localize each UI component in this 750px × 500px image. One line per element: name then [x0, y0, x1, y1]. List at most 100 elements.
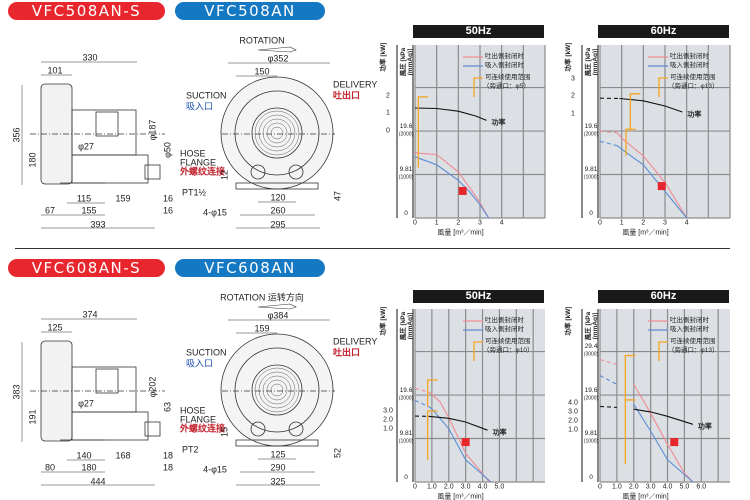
y-tick-label: 9.81 — [584, 429, 598, 437]
dim-blower-width: 101 — [47, 65, 63, 76]
inner-ring — [234, 90, 320, 176]
chart-1 — [581, 45, 731, 219]
y-axis-label: 風圧 [kPa (mmAq)] — [399, 311, 414, 341]
range-bracket — [427, 410, 438, 460]
legend-range-bracket — [658, 341, 668, 361]
y-tick-sub: (1000) — [583, 438, 599, 445]
delivery-cn-label: 吐出口 — [333, 90, 361, 101]
y-tick-label: 19.6 — [399, 122, 413, 130]
chart-0 — [396, 45, 546, 219]
x-tick-label: 1 — [434, 219, 439, 227]
power-curve-dashed — [599, 405, 617, 408]
x-tick-label: 2.0 — [628, 483, 639, 491]
chart-title: 50Hz — [413, 25, 544, 38]
model-badge: VFC508AN — [175, 2, 325, 20]
chart-title: 60Hz — [598, 290, 729, 303]
range-bracket — [624, 354, 636, 403]
x-tick-label: 3 — [663, 219, 667, 227]
y-tick-label: 9.81 — [399, 165, 413, 173]
delivery-port — [288, 421, 304, 437]
x-tick-label: 1 — [619, 219, 624, 227]
operating-point-marker — [458, 186, 467, 195]
y2-tick-label: 3.0 — [383, 407, 393, 415]
y-axis-label: 風圧 [kPa (mmAq)] — [584, 47, 599, 77]
delivery-port — [288, 164, 304, 180]
x-tick-label: 6.0 — [696, 483, 707, 491]
x-tick-label: 0 — [413, 483, 417, 491]
chart-3 — [581, 309, 730, 483]
chart-title: 60Hz — [598, 25, 729, 38]
dim-port-pitch: 120 — [270, 192, 286, 203]
fan-grille — [258, 371, 296, 409]
dim-c: 16 — [162, 193, 174, 204]
x-tick-label: 4 — [499, 219, 504, 227]
x-tick-label: 5.0 — [679, 483, 690, 491]
y2-axis-label: 功率 [kW] — [564, 306, 572, 336]
x-tick-label: 2 — [641, 219, 646, 227]
hose-label: HOSE — [180, 405, 206, 416]
legend-suction: 吸入側封闭时 — [670, 61, 709, 69]
suction-curve — [616, 145, 688, 219]
suction-curve-dashed — [599, 140, 618, 147]
blower-drawing — [21, 303, 335, 486]
legend-discharge: 吐出側封闭时 — [485, 316, 524, 324]
power-curve-label: 功率 — [491, 119, 506, 127]
rotation-label: ROTATION — [239, 35, 285, 46]
y-tick-label: 0 — [404, 209, 408, 217]
x-axis-label: 風量 [m³／min] — [622, 493, 669, 500]
legend-suction: 吸入側封闭时 — [485, 325, 524, 333]
dim-e: 180 — [81, 462, 97, 473]
delivery-label: DELIVERY — [333, 336, 378, 347]
discharge-curve — [428, 391, 490, 483]
hose-label: HOSE — [180, 148, 206, 159]
dim-d: 67 — [44, 205, 56, 216]
dim-port-offset: 159 — [254, 323, 270, 334]
model-s-badge: VFC508AN-S — [8, 2, 165, 20]
power-curve-label: 功率 — [492, 429, 507, 437]
y-tick-label: 0 — [589, 473, 593, 481]
suction-curve-dashed — [414, 399, 429, 408]
y2-tick-label: 1.0 — [568, 426, 578, 434]
y-tick-sub: (2000) — [583, 131, 599, 138]
legend-range-bracket — [473, 341, 483, 361]
y-tick-label: 0 — [589, 209, 593, 217]
legend-discharge: 吐出側封闭时 — [670, 52, 709, 60]
fan-grille — [254, 367, 300, 413]
y-tick-label: 19.6 — [584, 386, 598, 394]
x-tick-label: 4.0 — [662, 483, 673, 491]
y-tick-label: 29.4 — [584, 342, 598, 350]
thread-label: 外螺纹连接 — [180, 166, 226, 177]
fan-grille — [254, 110, 300, 156]
dim-d: 80 — [44, 462, 56, 473]
y-tick-sub: (1000) — [398, 174, 414, 181]
y2-axis-label: 功率 [kW] — [564, 42, 572, 72]
y2-tick-label: 2 — [571, 92, 575, 100]
dim-port-offset: 150 — [254, 66, 270, 77]
dim-a: 115 — [76, 193, 92, 204]
y2-tick-label: 4.0 — [568, 399, 578, 407]
dim-f: 16 — [162, 205, 174, 216]
x-tick-label: 0 — [598, 483, 602, 491]
operating-point-marker — [670, 438, 679, 447]
suction-label: SUCTION — [186, 347, 227, 358]
x-tick-label: 5.0 — [494, 483, 505, 491]
discharge-curve-dashed — [599, 359, 618, 365]
dim-housing-dia: φ352 — [267, 53, 289, 64]
suction-curve — [414, 156, 490, 219]
divider — [15, 248, 730, 249]
y-tick-sub: (3000) — [583, 351, 599, 358]
legend-range: 可连续使用范围 — [485, 73, 531, 81]
discharge-curve-dashed — [599, 130, 618, 134]
x-axis-label: 風量 [m³／min] — [437, 493, 484, 500]
suction-port — [250, 164, 266, 180]
suction-curve-dashed — [599, 375, 618, 385]
legend-suction: 吸入側封闭时 — [485, 61, 524, 69]
x-tick-label: 0 — [413, 219, 417, 227]
x-axis-label: 風量 [m³／min] — [437, 229, 484, 236]
suction-cn-label: 吸入口 — [186, 101, 214, 112]
fan-grille — [270, 383, 284, 397]
dim-base-width: 295 — [270, 219, 286, 230]
rotation-arrow — [257, 303, 297, 310]
dim-overall-length: 330 — [82, 52, 98, 63]
power-curve-label: 功率 — [687, 111, 702, 119]
